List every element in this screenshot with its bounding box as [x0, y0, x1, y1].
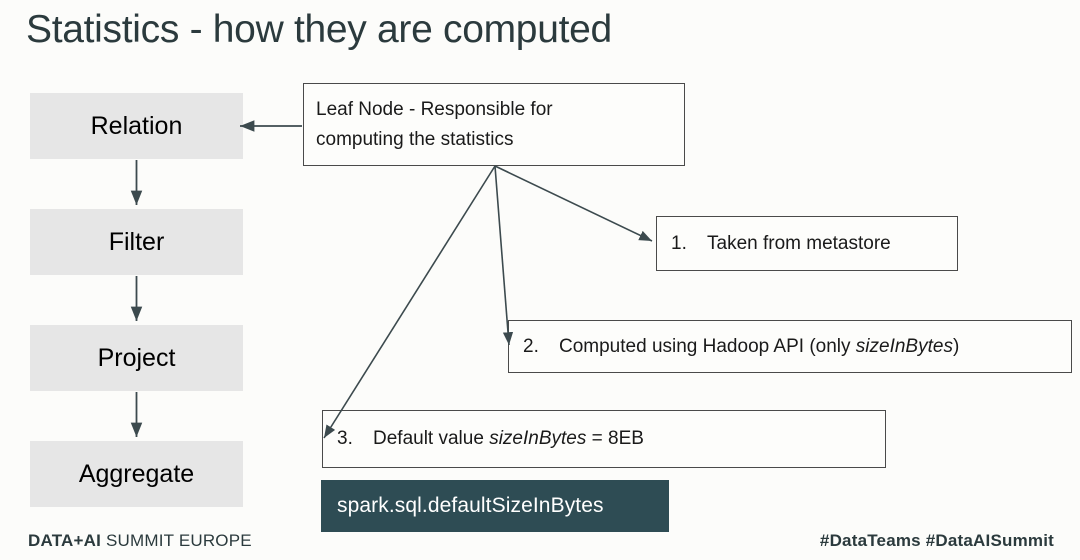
- plan-node-label: Aggregate: [78, 459, 195, 488]
- callout-arrow-to-box-3: [323, 165, 496, 439]
- numbered-box-2: 2. Computed using Hadoop API (only sizeI…: [508, 320, 1072, 373]
- numbered-box-1-number: 1.: [671, 232, 687, 254]
- leaf-node-callout: Leaf Node - Responsible for computing th…: [303, 83, 685, 166]
- numbered-box-1-text-before: Taken from metastore: [707, 232, 891, 254]
- plan-node-aggregate: Aggregate: [30, 441, 243, 507]
- numbered-box-3: 3. Default value sizeInBytes = 8EB: [322, 410, 886, 468]
- footer-hashtags: #DataTeams #DataAISummit: [819, 531, 1054, 550]
- numbered-box-2-text-after: ): [952, 335, 960, 357]
- numbered-box-2-emphasis: sizeInBytes: [855, 335, 953, 357]
- footer-brand-light: SUMMIT EUROPE: [101, 531, 252, 550]
- numbered-box-3-emphasis: sizeInBytes: [489, 428, 587, 449]
- plan-node-relation: Relation: [30, 93, 243, 159]
- plan-node-label: Relation: [90, 111, 183, 140]
- callout-arrow-to-box-2: [494, 165, 514, 346]
- plan-node-label: Project: [97, 343, 176, 372]
- plan-node-project: Project: [30, 325, 243, 391]
- numbered-box-2-number: 2.: [523, 335, 539, 357]
- plan-node-label: Filter: [108, 227, 165, 256]
- numbered-box-2-text-before: Computed using Hadoop API (only: [559, 335, 856, 357]
- footer-brand-strong: DATA+AI: [28, 531, 102, 550]
- page-title: Statistics - how they are computed: [26, 8, 612, 51]
- leaf-node-callout-text: Leaf Node - Responsible for computing th…: [316, 95, 553, 155]
- numbered-box-3-text-before: Default value: [373, 428, 490, 449]
- numbered-box-1: 1. Taken from metastore: [656, 216, 958, 271]
- numbered-box-3-text: Default value sizeInBytes = 8EB: [373, 428, 644, 450]
- numbered-box-3-text-after: = 8EB: [586, 428, 644, 449]
- config-property-label: spark.sql.defaultSizeInBytes: [337, 494, 604, 517]
- numbered-box-2-text: Computed using Hadoop API (only sizeInBy…: [559, 336, 959, 358]
- leaf-node-line-2: computing the statistics: [316, 128, 514, 150]
- plan-node-filter: Filter: [30, 209, 243, 275]
- leaf-node-line-1: Leaf Node - Responsible for: [316, 98, 553, 120]
- footer-brand: DATA+AI SUMMIT EUROPE: [28, 531, 252, 551]
- numbered-box-3-number: 3.: [337, 428, 353, 449]
- callout-arrow-to-box-1: [494, 165, 653, 242]
- config-property-badge: spark.sql.defaultSizeInBytes: [321, 480, 669, 532]
- numbered-box-1-text: Taken from metastore: [707, 233, 891, 255]
